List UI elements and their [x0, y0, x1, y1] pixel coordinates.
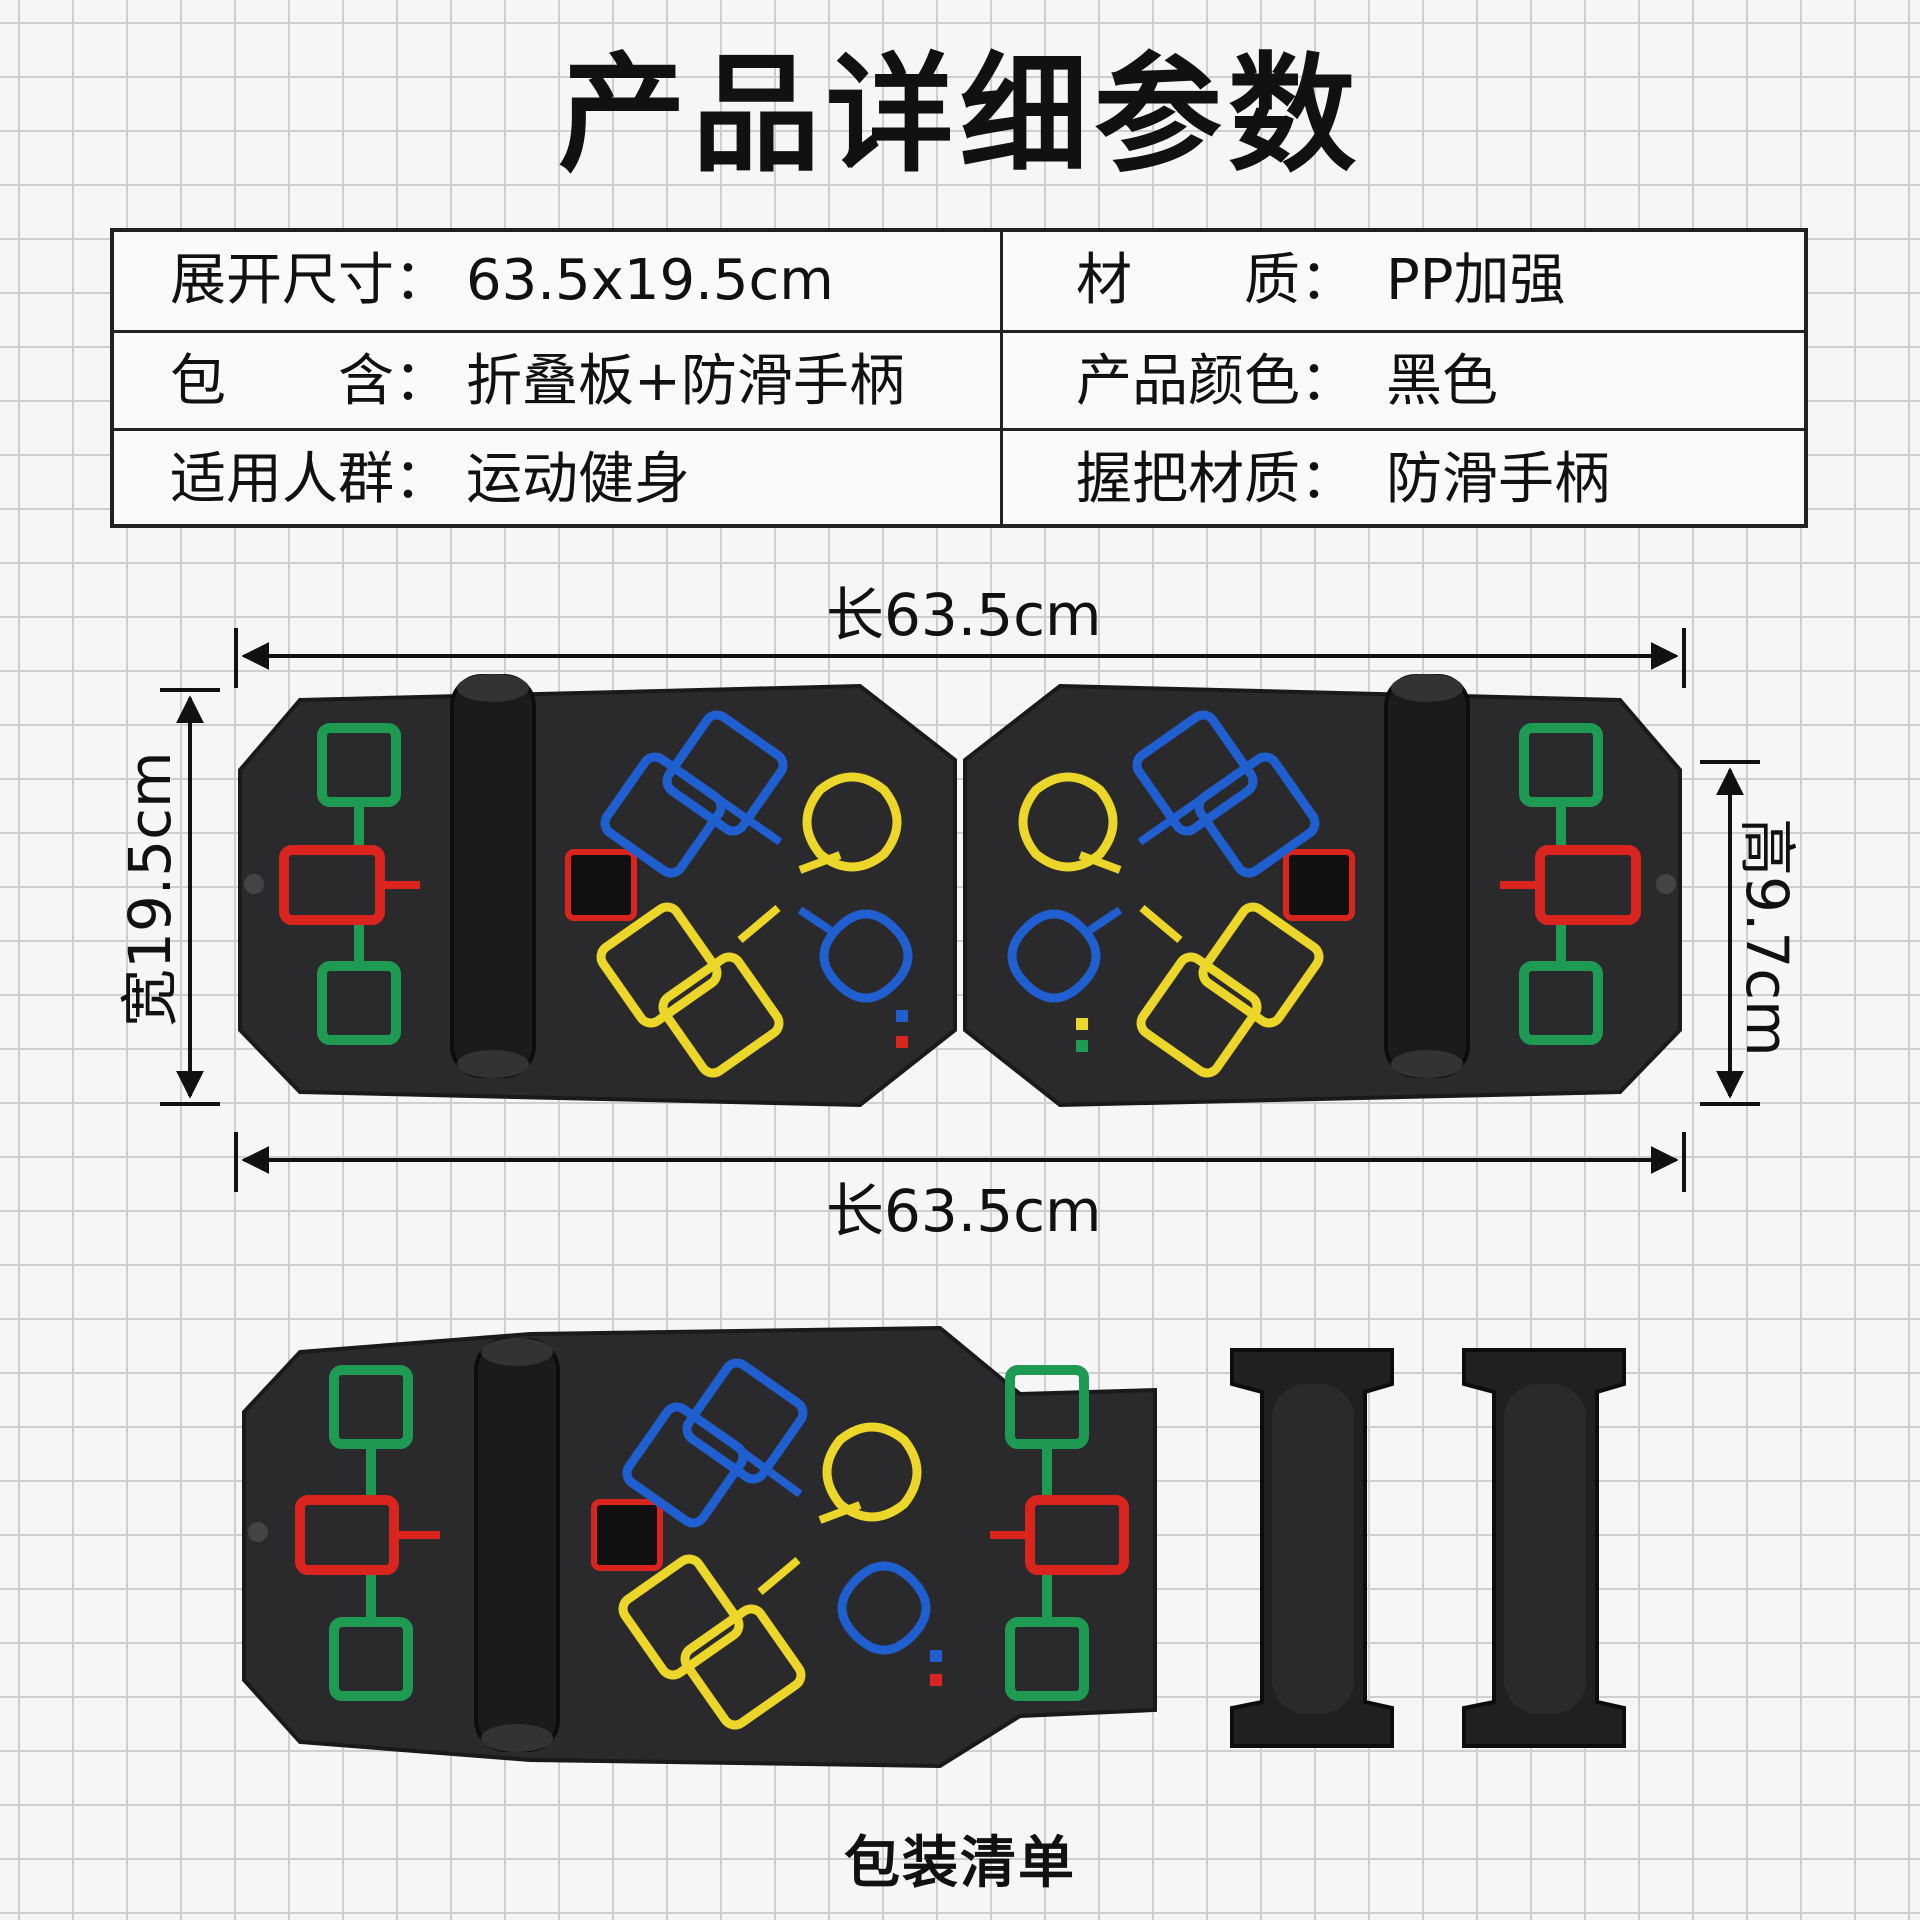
spec-label: 产品颜色： — [1076, 349, 1356, 414]
handle-2 — [1462, 1348, 1626, 1748]
spec-label: 材 质： — [1076, 248, 1356, 313]
package-list-caption: 包装清单 — [844, 1831, 1076, 1896]
spec-value: 63.5x19.5cm — [466, 248, 834, 313]
spec-label: 握把材质： — [1076, 447, 1356, 512]
spec-row: 展开尺寸： 63.5x19.5cm 材 质： PP加强 — [114, 232, 1804, 330]
handle-1 — [1230, 1348, 1394, 1748]
spec-label: 适用人群： — [170, 447, 450, 512]
board-folded — [242, 1325, 1157, 1769]
length-label-bottom: 长63.5cm — [826, 1177, 1102, 1245]
spec-value: 折叠板+防滑手柄 — [466, 349, 905, 414]
spec-label: 展开尺寸： — [170, 248, 450, 313]
spec-table: 展开尺寸： 63.5x19.5cm 材 质： PP加强 包 含： 折叠板+防滑手… — [110, 228, 1808, 528]
board-left-half — [238, 674, 957, 1108]
spec-value: 黑色 — [1386, 349, 1498, 414]
spec-row: 包 含： 折叠板+防滑手柄 产品颜色： 黑色 — [114, 330, 1804, 431]
width-label: 宽19.5cm — [116, 751, 184, 1027]
spec-label: 包 含： — [170, 349, 450, 414]
spec-value: 运动健身 — [466, 447, 690, 512]
spec-row: 适用人群： 运动健身 握把材质： 防滑手柄 — [114, 428, 1804, 529]
dimension-lines — [160, 628, 1760, 1192]
length-label-top: 长63.5cm — [826, 581, 1102, 649]
spec-value: PP加强 — [1386, 248, 1566, 313]
table-divider — [1000, 232, 1003, 524]
height-label: 高9.7cm — [1733, 818, 1801, 1057]
page-title: 产品详细参数 — [557, 41, 1362, 190]
spec-value: 防滑手柄 — [1386, 447, 1610, 512]
board-right-half — [963, 674, 1682, 1108]
